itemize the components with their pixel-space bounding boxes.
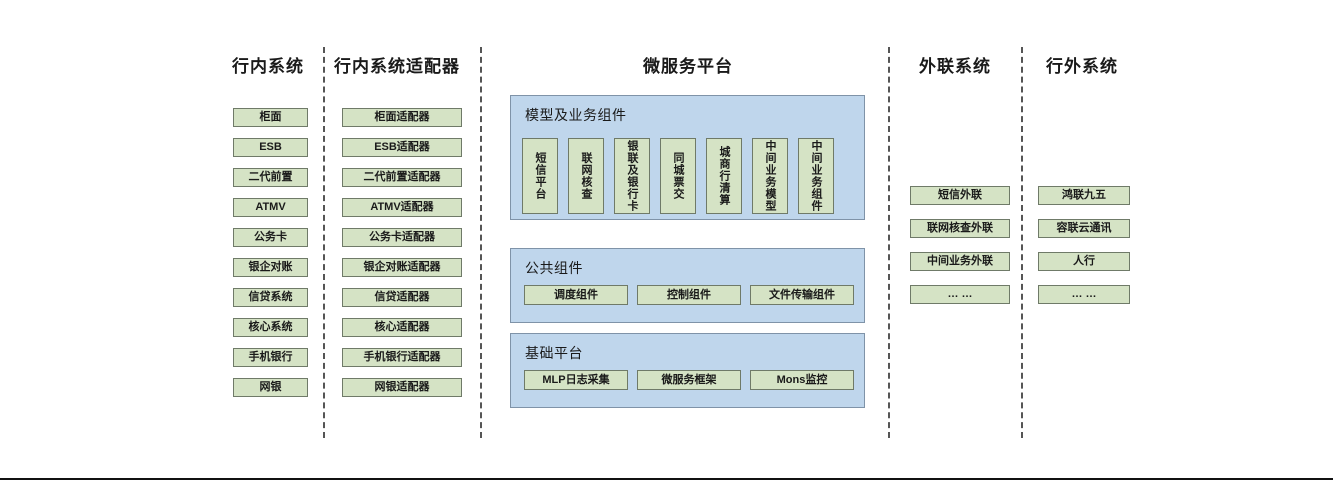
node-in-bank-adapters-4[interactable]: 公务卡适配器 [342,228,462,247]
node-model-and-business-components-3[interactable]: 同城票交 [660,138,696,214]
node-in-bank-adapters-0[interactable]: 柜面适配器 [342,108,462,127]
node-in-bank-systems-0[interactable]: 柜面 [233,108,308,127]
node-in-bank-adapters-7[interactable]: 核心适配器 [342,318,462,337]
column-title-out-of-bank-systems: 行外系统 [1046,57,1118,76]
node-model-and-business-components-1[interactable]: 联网核查 [568,138,604,214]
bottom-rule [0,478,1333,480]
node-in-bank-systems-9[interactable]: 网银 [233,378,308,397]
node-in-bank-adapters-8[interactable]: 手机银行适配器 [342,348,462,367]
column-title-in-bank-adapters: 行内系统适配器 [334,57,460,76]
node-base-platform-1[interactable]: 微服务框架 [637,370,741,390]
node-in-bank-systems-4[interactable]: 公务卡 [233,228,308,247]
node-external-link-systems-2[interactable]: 中间业务外联 [910,252,1010,271]
column-title-external-link-systems: 外联系统 [919,57,991,76]
node-public-components-2[interactable]: 文件传输组件 [750,285,854,305]
node-out-of-bank-systems-3[interactable]: … … [1038,285,1130,304]
node-external-link-systems-0[interactable]: 短信外联 [910,186,1010,205]
column-title-microservice-platform: 微服务平台 [643,57,733,76]
divider-3 [888,47,890,438]
node-public-components-1[interactable]: 控制组件 [637,285,741,305]
node-external-link-systems-3[interactable]: … … [910,285,1010,304]
node-in-bank-systems-7[interactable]: 核心系统 [233,318,308,337]
node-in-bank-adapters-2[interactable]: 二代前置适配器 [342,168,462,187]
node-in-bank-systems-6[interactable]: 信贷系统 [233,288,308,307]
node-in-bank-adapters-1[interactable]: ESB适配器 [342,138,462,157]
node-public-components-0[interactable]: 调度组件 [524,285,628,305]
node-in-bank-adapters-9[interactable]: 网银适配器 [342,378,462,397]
node-out-of-bank-systems-1[interactable]: 容联云通讯 [1038,219,1130,238]
divider-1 [323,47,325,438]
node-base-platform-2[interactable]: Mons监控 [750,370,854,390]
node-in-bank-systems-5[interactable]: 银企对账 [233,258,308,277]
node-model-and-business-components-0[interactable]: 短信平台 [522,138,558,214]
node-in-bank-adapters-5[interactable]: 银企对账适配器 [342,258,462,277]
panel-title-public-components: 公共组件 [525,260,583,276]
node-base-platform-0[interactable]: MLP日志采集 [524,370,628,390]
column-title-in-bank-systems: 行内系统 [232,57,304,76]
node-out-of-bank-systems-0[interactable]: 鸿联九五 [1038,186,1130,205]
node-in-bank-adapters-3[interactable]: ATMV适配器 [342,198,462,217]
node-model-and-business-components-4[interactable]: 城商行清算 [706,138,742,214]
node-model-and-business-components-6[interactable]: 中间业务组件 [798,138,834,214]
panel-title-base-platform: 基础平台 [525,345,583,361]
node-in-bank-systems-3[interactable]: ATMV [233,198,308,217]
node-in-bank-systems-2[interactable]: 二代前置 [233,168,308,187]
node-external-link-systems-1[interactable]: 联网核查外联 [910,219,1010,238]
node-in-bank-adapters-6[interactable]: 信贷适配器 [342,288,462,307]
node-in-bank-systems-1[interactable]: ESB [233,138,308,157]
node-in-bank-systems-8[interactable]: 手机银行 [233,348,308,367]
panel-title-model-and-business-components: 模型及业务组件 [525,107,627,123]
node-model-and-business-components-5[interactable]: 中间业务模型 [752,138,788,214]
node-out-of-bank-systems-2[interactable]: 人行 [1038,252,1130,271]
divider-2 [480,47,482,438]
node-model-and-business-components-2[interactable]: 银联及银行卡 [614,138,650,214]
divider-4 [1021,47,1023,438]
